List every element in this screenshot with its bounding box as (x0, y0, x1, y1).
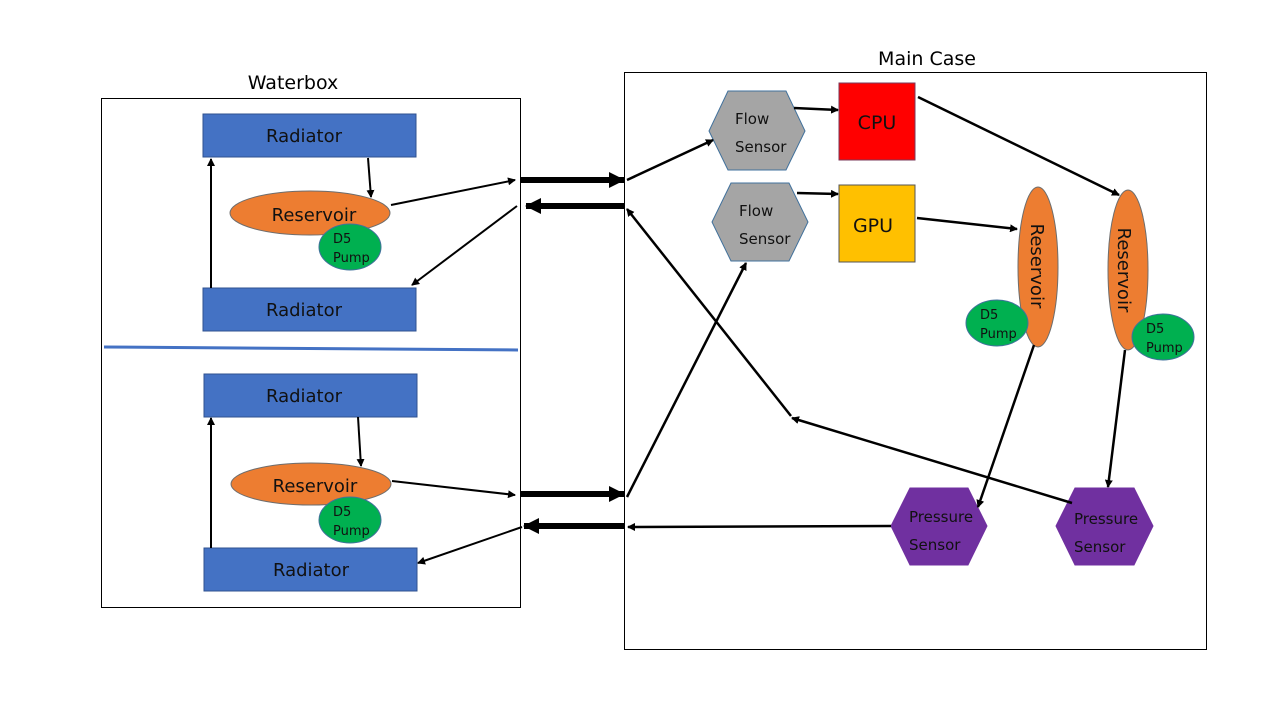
flow-arrow (417, 526, 523, 565)
flow-sensor-label-line1: Flow (739, 202, 773, 220)
flow-arrow (917, 95, 1120, 197)
main-case-title: Main Case (878, 48, 976, 70)
flow-arrow (1104, 349, 1127, 488)
radiator-label: Radiator (266, 386, 343, 407)
reservoir-label: Reservoir (1113, 228, 1134, 313)
d5-pump (965, 299, 1029, 347)
d5-pump (1131, 313, 1195, 361)
d5-pump (318, 496, 382, 544)
pressure-sensor-label-line2: Sensor (1074, 538, 1126, 556)
radiator (203, 373, 418, 418)
reservoir-vertical (1017, 186, 1059, 348)
pressure-sensor-label-line2: Sensor (909, 536, 961, 554)
flow-arrow (976, 344, 1036, 508)
gpu-label: GPU (853, 215, 893, 237)
radiator (203, 547, 418, 592)
pump-label-line1: D5 (1146, 322, 1164, 337)
pressure-sensor-label-line1: Pressure (1074, 510, 1138, 528)
flow-sensor-label-line2: Sensor (735, 138, 787, 156)
reservoir-vertical (1107, 189, 1149, 351)
waterbox-divider (103, 345, 519, 352)
flow-arrow (796, 189, 839, 198)
pressure-sensor-hexagon (1055, 487, 1154, 566)
flow-arrow (916, 216, 1018, 233)
flow-arrow (626, 138, 714, 182)
flow-arrow (390, 177, 516, 206)
flow-arrow (791, 416, 1073, 505)
pump-label-line1: D5 (333, 505, 351, 520)
radiator (202, 287, 417, 332)
flow-arrow (626, 208, 792, 417)
pump-label-line2: Pump (333, 251, 370, 266)
radiator (202, 113, 417, 158)
flow-sensor-label-line2: Sensor (739, 230, 791, 248)
flow-arrow (625, 262, 748, 498)
reservoir-label: Reservoir (1026, 224, 1047, 309)
flow-sensor-hexagon (711, 182, 809, 262)
pump-label-line1: D5 (980, 308, 998, 323)
pump-label-line2: Pump (333, 524, 370, 539)
radiator-label: Radiator (266, 300, 343, 321)
flow-arrow (793, 105, 839, 114)
gpu-block (838, 184, 916, 263)
reservoir-label: Reservoir (272, 205, 357, 226)
flow-arrow (391, 480, 516, 499)
reservoir-label: Reservoir (273, 476, 358, 497)
pump-label-line2: Pump (1146, 341, 1183, 356)
radiator-label: Radiator (273, 560, 350, 581)
waterbox-loop-1: Radiator Reservoir D5 Pump Radiator (202, 113, 518, 332)
reservoir (230, 462, 392, 506)
flow-arrow (356, 416, 365, 467)
d5-pump (318, 223, 382, 271)
flow-sensor-hexagon (708, 90, 806, 171)
pump-label-line2: Pump (980, 327, 1017, 342)
radiator-label: Radiator (266, 126, 343, 147)
main-case-frame (624, 72, 1207, 650)
waterbox-frame (101, 98, 521, 608)
pump-label-line1: D5 (333, 232, 351, 247)
waterbox-title: Waterbox (248, 72, 339, 94)
flow-arrow (366, 157, 375, 198)
waterbox-loop-2: Radiator Reservoir D5 Pump Radiator (203, 373, 523, 592)
flow-sensor-label-line1: Flow (735, 110, 769, 128)
flow-arrow (411, 205, 518, 286)
cpu-block (838, 82, 916, 161)
pressure-sensor-label-line1: Pressure (909, 508, 973, 526)
cpu-label: CPU (858, 112, 897, 134)
flow-arrow (627, 522, 892, 531)
